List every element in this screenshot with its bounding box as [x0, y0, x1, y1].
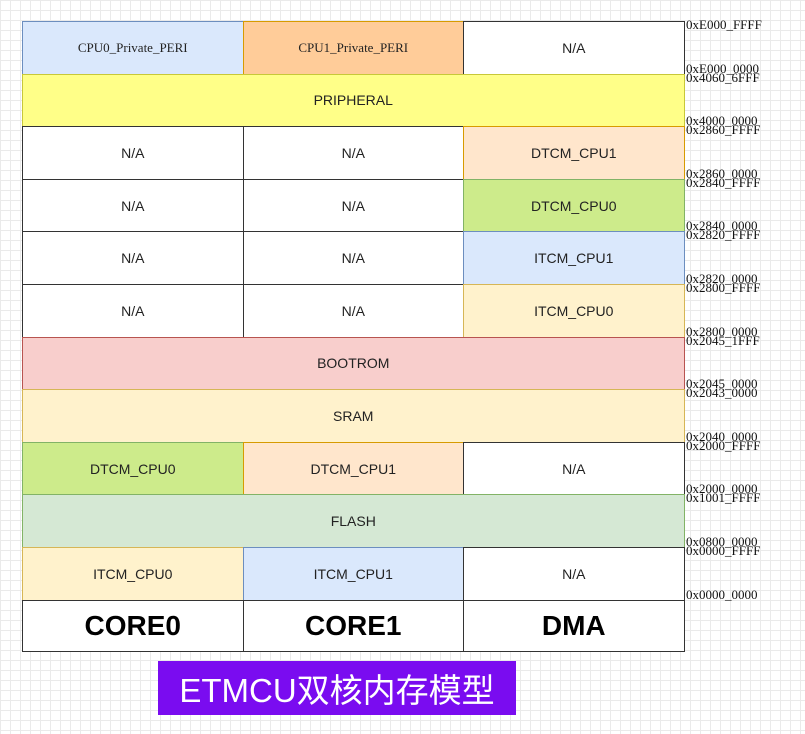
column-header-core1: CORE1 [242, 599, 464, 652]
memory-region-n-a: N/A [463, 441, 685, 496]
address-low-label: 0x2840_0000 [686, 218, 758, 234]
column-header-core0: CORE0 [22, 599, 244, 652]
address-high-label: 0x2045_1FFF [686, 332, 760, 348]
address-low-label: 0x0000_0000 [686, 586, 758, 602]
diagram-title: ETMCU双核内存模型 [158, 661, 516, 715]
address-high-label: 0x1001_FFFF [686, 490, 761, 506]
address-low-label: 0xE000_0000 [686, 60, 759, 76]
address-high-label: 0x0000_FFFF [686, 543, 761, 558]
memory-region-n-a: N/A [22, 178, 244, 233]
memory-region-cpu1-private-peri: CPU1_Private_PERI [242, 21, 464, 75]
memory-region-itcm-cpu1: ITCM_CPU1 [242, 547, 464, 601]
memory-region-n-a: N/A [242, 231, 464, 285]
address-low-label: 0x2040_0000 [686, 428, 758, 444]
memory-region-cpu0-private-peri: CPU0_Private_PERI [22, 21, 244, 75]
address-high-label: 0x2840_FFFF [686, 174, 761, 190]
address-high-label: 0x2000_FFFF [686, 437, 761, 453]
address-high-label: 0x4060_6FFF [686, 69, 760, 85]
address-high-label: 0x2860_FFFF [686, 122, 761, 138]
memory-region-bootrom: BOOTROM [22, 336, 685, 391]
address-low-label: 0x2800_0000 [686, 323, 758, 339]
memory-region-itcm-cpu1: ITCM_CPU1 [463, 231, 685, 285]
address-high-label: 0x2820_FFFF [686, 227, 761, 243]
memory-region-dtcm-cpu1: DTCM_CPU1 [242, 441, 464, 496]
address-low-label: 0x0800_0000 [686, 534, 758, 549]
address-low-label: 0x4000_0000 [686, 113, 758, 129]
memory-region-itcm-cpu0: ITCM_CPU0 [463, 284, 685, 338]
memory-region-n-a: N/A [463, 547, 685, 601]
address-low-label: 0x2820_0000 [686, 271, 758, 286]
memory-region-flash: FLASH [22, 494, 685, 548]
memory-region-pripheral: PRIPHERAL [22, 73, 685, 128]
memory-region-n-a: N/A [242, 284, 464, 338]
memory-region-dtcm-cpu1: DTCM_CPU1 [463, 126, 685, 180]
memory-region-sram: SRAM [22, 389, 685, 443]
memory-region-n-a: N/A [22, 284, 244, 338]
address-low-label: 0x2045_0000 [686, 376, 758, 392]
address-high-label: 0x2800_FFFF [686, 280, 761, 295]
memory-region-dtcm-cpu0: DTCM_CPU0 [463, 178, 685, 233]
memory-region-itcm-cpu0: ITCM_CPU0 [22, 547, 244, 601]
memory-region-n-a: N/A [22, 126, 244, 180]
column-header-dma: DMA [463, 599, 685, 652]
address-high-label: 0xE000_FFFF [686, 17, 762, 32]
address-low-label: 0x2000_0000 [686, 481, 758, 497]
memory-region-dtcm-cpu0: DTCM_CPU0 [22, 441, 244, 496]
memory-region-n-a: N/A [242, 178, 464, 233]
memory-region-n-a: N/A [242, 126, 464, 180]
memory-region-n-a: N/A [22, 231, 244, 285]
memory-region-n-a: N/A [463, 21, 685, 75]
address-high-label: 0x2043_0000 [686, 385, 758, 401]
address-low-label: 0x2860_0000 [686, 165, 758, 181]
